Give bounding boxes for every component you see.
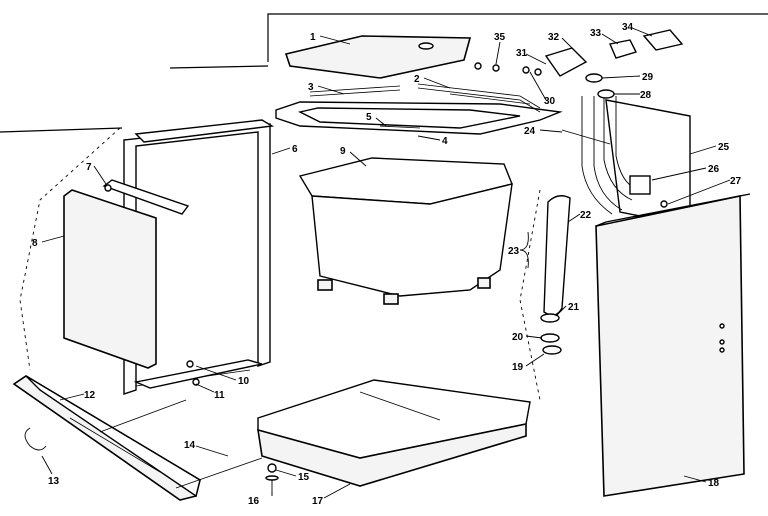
callout-34: 34 — [622, 22, 634, 33]
callout-24: 24 — [524, 126, 536, 137]
gasket-frame-part — [275, 83, 563, 135]
callout-14: 14 — [184, 440, 196, 451]
top-lid-part — [284, 35, 472, 79]
callout-17: 17 — [312, 496, 324, 507]
callout-33: 33 — [590, 28, 602, 39]
callout-9: 9 — [340, 146, 346, 157]
callout-6: 6 — [292, 144, 298, 155]
callout-12: 12 — [84, 390, 96, 401]
hose-clamp-parts — [540, 313, 562, 355]
callout-4: 4 — [442, 136, 448, 147]
callout-3: 3 — [308, 82, 314, 93]
callout-21: 21 — [568, 302, 580, 313]
side-panel-part — [63, 189, 157, 369]
section-frame-lines — [0, 13, 768, 401]
callout-20: 20 — [512, 332, 524, 343]
callout-32: 32 — [548, 32, 560, 43]
callout-29: 29 — [642, 72, 654, 83]
wash-tub-part — [298, 157, 513, 305]
base-panel-part — [12, 375, 201, 501]
callout-8: 8 — [32, 238, 38, 249]
switch-assembly-parts — [474, 29, 684, 77]
hook-part — [24, 427, 47, 451]
callout-27: 27 — [730, 176, 742, 187]
callout-numbers: 1 2 3 4 5 6 7 8 9 10 11 12 13 14 15 16 1… — [32, 22, 742, 507]
callout-22: 22 — [580, 210, 592, 221]
callout-11: 11 — [214, 390, 225, 401]
callout-16: 16 — [248, 496, 260, 507]
drain-hose-part — [543, 195, 571, 316]
base-tray-part — [257, 379, 531, 487]
callout-26: 26 — [708, 164, 720, 175]
callout-35: 35 — [494, 32, 506, 43]
callout-10: 10 — [238, 376, 250, 387]
side-bracket-part — [102, 179, 190, 215]
bottom-bracket-part — [133, 359, 263, 389]
front-panel-part — [595, 193, 751, 497]
callout-23: 23 — [508, 246, 520, 257]
support-rod-part — [561, 129, 611, 145]
callout-25: 25 — [718, 142, 730, 153]
bolt-washer-part — [265, 463, 279, 494]
spring-rod-part — [99, 399, 263, 489]
callout-19: 19 — [512, 362, 524, 373]
callout-15: 15 — [298, 472, 310, 483]
callout-2: 2 — [414, 74, 420, 85]
callout-30: 30 — [544, 96, 556, 107]
callout-28: 28 — [640, 90, 652, 101]
callout-18: 18 — [708, 478, 720, 489]
callout-7: 7 — [86, 162, 92, 173]
valve-part — [629, 175, 668, 208]
callout-13: 13 — [48, 476, 60, 487]
callout-5: 5 — [366, 112, 372, 123]
leader-lines — [41, 27, 731, 499]
callout-1: 1 — [310, 32, 316, 43]
callout-31: 31 — [516, 48, 528, 59]
